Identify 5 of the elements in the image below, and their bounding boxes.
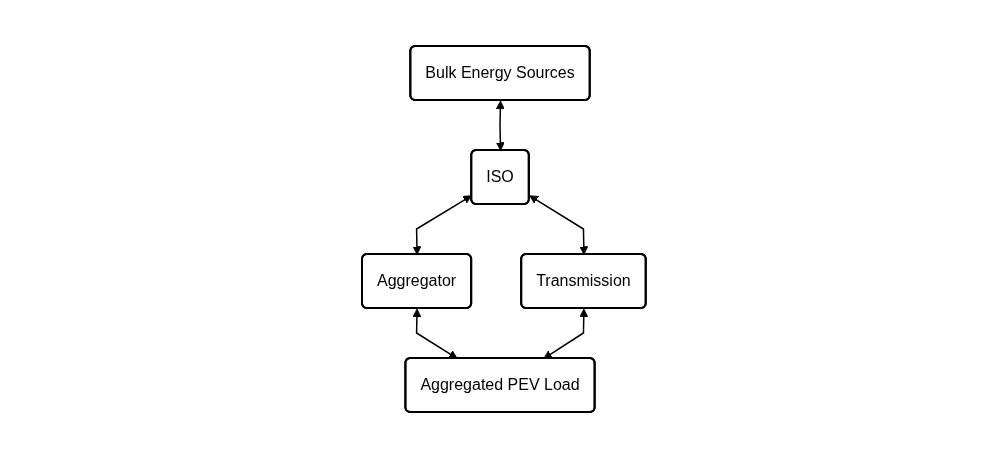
arrow (543, 308, 589, 359)
arrow (412, 308, 458, 359)
arrow (529, 194, 589, 255)
arrow (496, 100, 505, 151)
arrow (412, 194, 472, 255)
